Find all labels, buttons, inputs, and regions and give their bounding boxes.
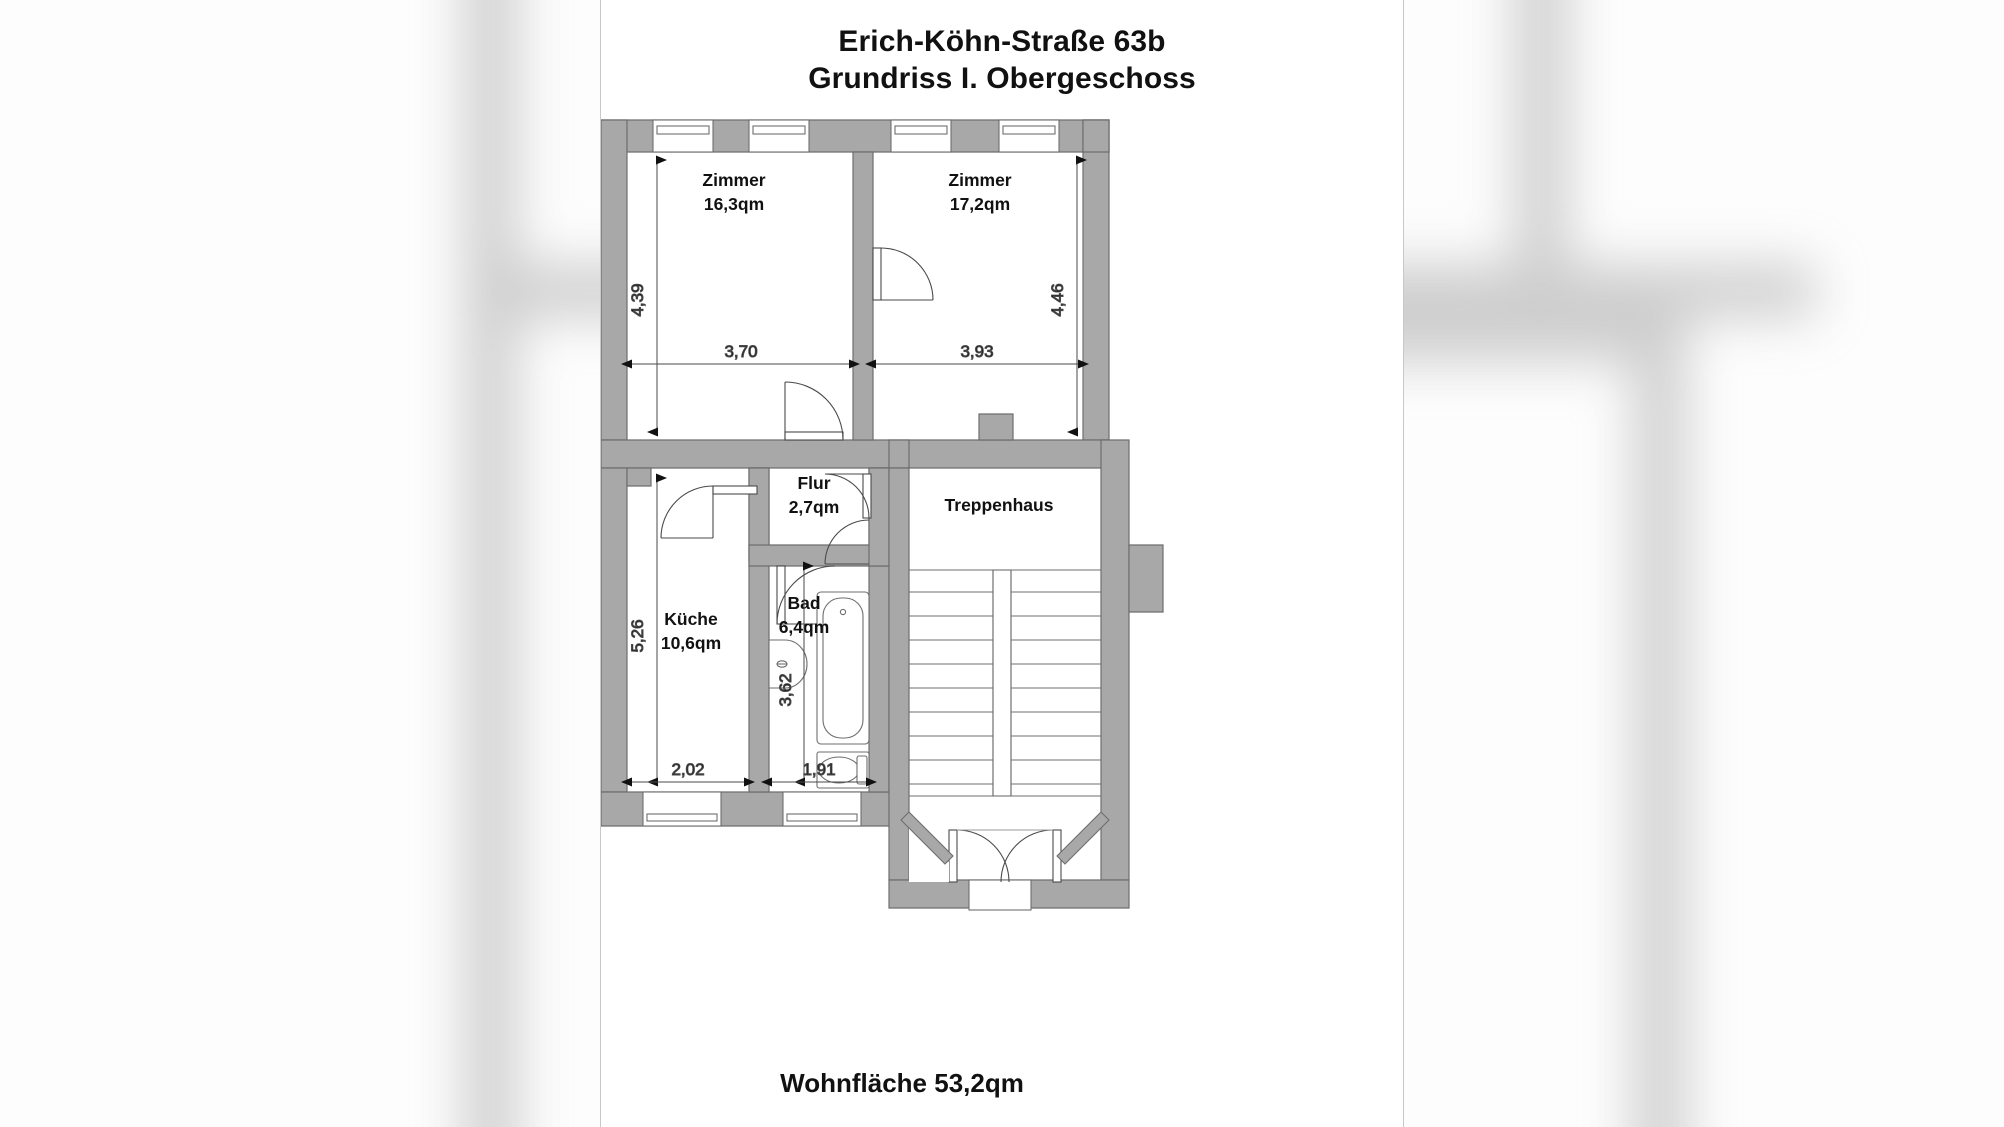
dimension-kueche-height: 5,26 — [628, 619, 647, 652]
floorplan-panel: Erich-Köhn-Straße 63b Grundriss I. Oberg… — [601, 0, 1403, 1127]
room-label-zimmer-right-area: 17,2qm — [950, 194, 1010, 214]
panel-edge-right — [1403, 0, 1404, 1127]
window-top-4 — [998, 119, 1060, 153]
door-zimmer-to-zimmer — [872, 247, 934, 301]
floorplan-drawing: Zimmer 16,3qm Zimmer 17,2qm Flur 2,7qm K… — [601, 119, 1164, 911]
dimension-zimmer-left-width: 3,70 — [724, 342, 757, 361]
bath-fixtures — [768, 591, 870, 789]
dimension-kueche-width: 2,02 — [671, 760, 704, 779]
dimension-zimmer-right-width: 3,93 — [960, 342, 993, 361]
entry-angled-walls — [900, 811, 1110, 882]
footer-wohnflaeche-wrap: Wohnfläche 53,2qm — [601, 1068, 1403, 1099]
door-entry-right — [1000, 829, 1062, 883]
door-flur-to-treppenhaus — [824, 473, 872, 519]
door-zimmer-left-to-flur — [784, 381, 844, 441]
staircase — [909, 569, 1101, 797]
windows-top — [652, 119, 1060, 153]
room-label-kueche-area: 10,6qm — [661, 633, 721, 653]
window-stairwell — [968, 879, 1032, 911]
walls — [601, 119, 1164, 909]
room-label-zimmer-left-area: 16,3qm — [704, 194, 764, 214]
room-label-kueche-name: Küche — [664, 609, 718, 629]
room-label-flur-area: 2,7qm — [789, 497, 840, 517]
window-top-1 — [652, 119, 714, 153]
footer-wohnflaeche: Wohnfläche 53,2qm — [780, 1068, 1024, 1098]
room-label-treppenhaus-name: Treppenhaus — [945, 495, 1054, 515]
page-title-street: Erich-Köhn-Straße 63b — [838, 25, 1166, 58]
dimension-lines: 4,39 4,46 3,70 3,93 5,26 2,02 3,62 1,91 — [621, 155, 1089, 787]
room-label-zimmer-right-name: Zimmer — [948, 170, 1011, 190]
room-labels: Zimmer 16,3qm Zimmer 17,2qm Flur 2,7qm K… — [661, 170, 1054, 653]
door-entry-left — [948, 829, 1010, 883]
window-top-2 — [748, 119, 810, 153]
windows-bottom — [642, 791, 862, 827]
dimension-zimmer-right-height: 4,46 — [1048, 283, 1067, 316]
door-flur-secondary — [824, 519, 870, 565]
room-label-zimmer-left-name: Zimmer — [702, 170, 765, 190]
window-bottom-kitchen — [642, 791, 722, 827]
room-label-flur-name: Flur — [797, 473, 830, 493]
dimension-bad-height: 3,62 — [776, 673, 795, 706]
dimension-zimmer-left-height: 4,39 — [628, 283, 647, 316]
window-top-3 — [890, 119, 952, 153]
window-bottom-bath — [782, 791, 862, 827]
page-title-floor: Grundriss I. Obergeschoss — [808, 62, 1196, 95]
dimension-bad-width: 1,91 — [802, 760, 835, 779]
bathtub-icon — [816, 591, 870, 745]
door-kueche — [660, 485, 758, 539]
panel-edge-left — [600, 0, 601, 1127]
